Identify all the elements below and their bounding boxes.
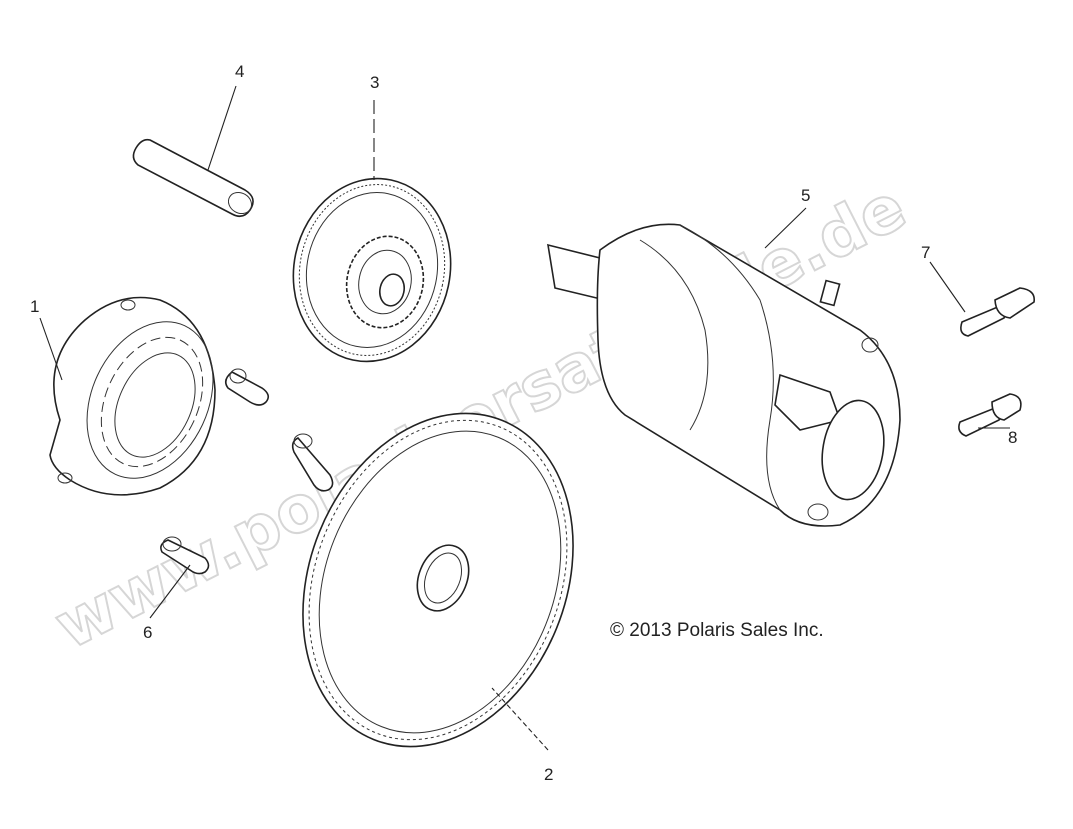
copyright-notice: © 2013 Polaris Sales Inc. [610, 620, 824, 641]
part-number-7: 7 [921, 243, 930, 262]
part-number-6: 6 [143, 623, 152, 642]
socket-bolt-icon [291, 433, 334, 492]
leader-line-5 [764, 207, 807, 249]
socket-bolt-icon [224, 368, 270, 406]
part-number-4: 4 [235, 62, 244, 81]
idler-gear-icon [292, 177, 452, 363]
part-number-3: 3 [370, 73, 379, 92]
leader-line-6 [149, 564, 191, 619]
part-number-8: 8 [1008, 428, 1017, 447]
leader-line-1 [39, 317, 63, 381]
flywheel-ring-gear-icon [302, 412, 574, 748]
part-number-5: 5 [801, 186, 810, 205]
leader-line-7 [929, 261, 966, 313]
part-number-2: 2 [544, 765, 553, 784]
starter-motor-icon [547, 223, 901, 527]
shaft-pin-icon [132, 138, 254, 218]
part-number-1: 1 [30, 297, 39, 316]
leader-line-2 [491, 687, 549, 751]
flange-bolt-icon [958, 393, 1022, 437]
flange-bolt-icon [960, 287, 1036, 337]
socket-bolt-icon [160, 536, 210, 575]
starter-clutch-icon [49, 296, 216, 496]
leader-line-4 [207, 85, 237, 171]
